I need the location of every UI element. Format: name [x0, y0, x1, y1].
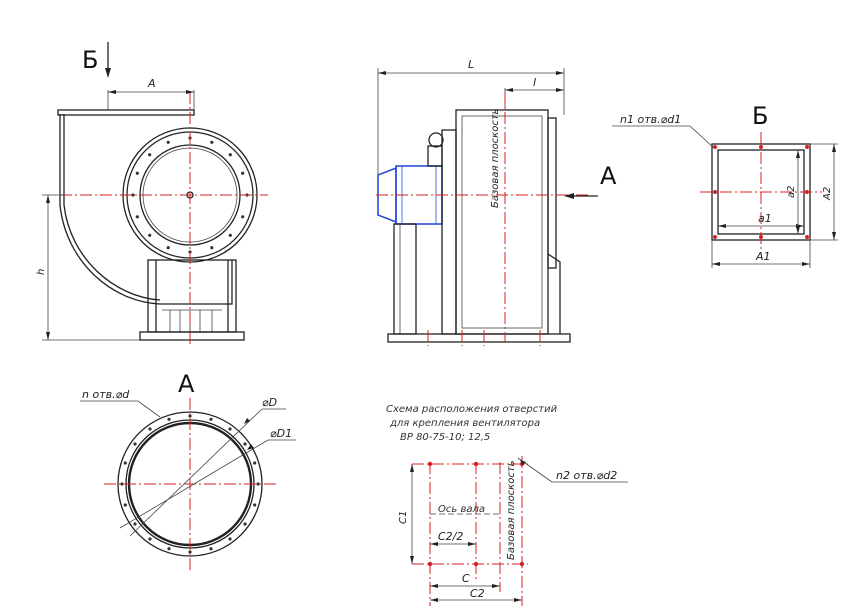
fan-stand: [147, 259, 237, 333]
scheme-line-2: для крепления вентилятора: [389, 418, 540, 429]
mounting-scheme: Схема расположения отверстий для креплен…: [386, 404, 628, 606]
volute-outline: [59, 114, 233, 305]
bolt-hole: [228, 233, 232, 237]
view-a-arrow-label: A: [600, 162, 617, 190]
bolt-hole: [166, 140, 170, 144]
flange-hole: [805, 145, 809, 149]
motor-support: [393, 223, 417, 335]
dim-L-label: L: [468, 58, 474, 71]
base-plane-label: Базовая плоскость: [490, 108, 501, 208]
flange-hole: [713, 145, 717, 149]
bolt-hole: [148, 537, 152, 541]
front-view: A Б h: [36, 42, 268, 345]
dim-C2-half-label: C2/2: [438, 530, 463, 543]
bolt-hole: [209, 417, 213, 421]
dim-a2-label: a2: [786, 186, 797, 199]
bolt-hole: [243, 522, 247, 526]
bolt-hole: [228, 537, 232, 541]
dim-D1-label: ⌀D1: [270, 427, 292, 440]
bolt-hole: [167, 417, 171, 421]
bolt-hole: [123, 461, 127, 465]
bolt-hole: [209, 547, 213, 551]
view-b: Б n1 отв.⌀d1 a1 A1 a2 A2: [612, 102, 838, 268]
dim-C-label: C: [462, 572, 470, 585]
bolt-hole: [188, 414, 192, 418]
dim-D-label: ⌀D: [262, 396, 277, 409]
view-a-title: A: [178, 370, 195, 398]
volute-inner: [63, 114, 161, 301]
bolt-hole: [131, 193, 135, 197]
bolt-hole: [133, 522, 137, 526]
holes-n1-label: n1 отв.⌀d1: [620, 113, 681, 126]
side-base: [387, 333, 571, 343]
outlet-flange-side: [547, 117, 557, 269]
bolt-hole: [148, 153, 152, 157]
side-view: L l Базовая плоскость A: [376, 58, 617, 346]
bolt-hole: [241, 171, 245, 175]
inlet-bolt-holes: [120, 414, 260, 554]
dim-C2-label: C2: [470, 587, 485, 600]
bolt-hole: [188, 550, 192, 554]
dim-C1-label: C1: [398, 511, 409, 524]
inlet-flange-outer-a: [117, 411, 263, 557]
scheme-line-1: Схема расположения отверстий: [386, 404, 558, 415]
bolt-hole: [253, 503, 257, 507]
flange-hole: [713, 235, 717, 239]
dim-A1-label: A1: [755, 250, 771, 263]
bolt-hole: [148, 233, 152, 237]
bolt-hole: [243, 442, 247, 446]
bolt-hole: [135, 215, 139, 219]
scheme-line-3: ВР 80-75-10; 12,5: [400, 432, 490, 443]
outlet-flange: [57, 109, 195, 116]
view-b-title: Б: [752, 102, 768, 130]
bolt-hole: [253, 461, 257, 465]
base-plane-label-2: Базовая плоскость: [506, 460, 517, 560]
view-a: A n отв.⌀d ⌀D ⌀D1: [80, 370, 296, 570]
bolt-hole: [133, 442, 137, 446]
bolt-hole: [228, 427, 232, 431]
bolt-hole: [210, 246, 214, 250]
dim-A2-label: A2: [822, 187, 833, 201]
dim-a1-label: a1: [758, 212, 772, 225]
shaft-axis-label: Ось вала: [438, 504, 485, 515]
inlet-flange-side: [441, 129, 457, 335]
bolt-hole: [123, 503, 127, 507]
bolt-hole: [210, 140, 214, 144]
bolt-hole: [120, 482, 124, 486]
housing-side: [455, 109, 549, 335]
view-b-arrow-label: Б: [82, 46, 98, 74]
bolt-hole: [256, 482, 260, 486]
base-frame: [139, 331, 245, 341]
lifting-eye: [428, 132, 444, 148]
dim-l-label: l: [533, 76, 536, 89]
holes-n2-label: n2 отв.⌀d2: [556, 469, 617, 482]
terminal-box: [427, 145, 443, 167]
bolt-hole: [228, 153, 232, 157]
bolt-hole: [241, 215, 245, 219]
bolt-hole: [167, 547, 171, 551]
bolt-hole: [148, 427, 152, 431]
mounting-holes: [427, 461, 525, 567]
dim-A-top-label: A: [147, 77, 156, 90]
flange-hole: [805, 235, 809, 239]
bolt-hole: [166, 246, 170, 250]
bolt-hole: [135, 171, 139, 175]
holes-n-label: n отв.⌀d: [82, 388, 130, 401]
dim-h-label: h: [36, 269, 47, 275]
